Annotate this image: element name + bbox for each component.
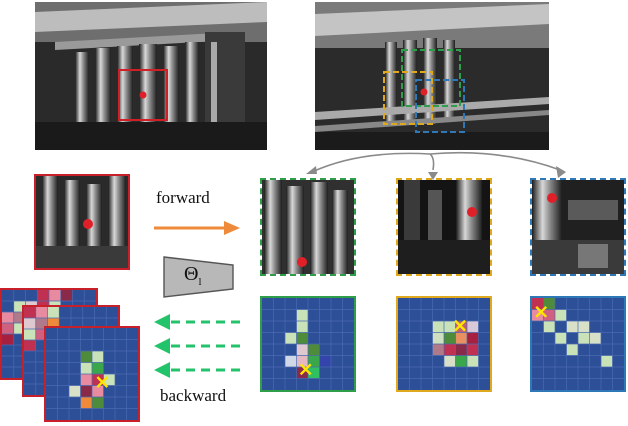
heatmap-cell [80, 374, 92, 386]
heatmap-cell [24, 318, 36, 329]
heatmap-cell [601, 355, 613, 367]
heatmap-cell [24, 329, 36, 340]
heatmap-cell [285, 332, 297, 344]
heatmap-cell [543, 321, 555, 333]
heatmap-cell [578, 321, 590, 333]
patch-green [260, 178, 356, 276]
peak-marker [454, 319, 466, 332]
heatmap-blue-frame [530, 296, 626, 392]
green-heatmap [262, 298, 354, 390]
scene-photo-left [35, 2, 267, 150]
heatmap-cell [47, 318, 60, 329]
heatmap-cell [60, 290, 73, 301]
heatmap-cell [35, 307, 48, 318]
scene-photo-right [315, 2, 549, 150]
patch-yellow [396, 178, 492, 276]
heatmap-cell [92, 362, 104, 374]
backward-arrows [154, 314, 240, 378]
heatmap-cell [589, 332, 601, 344]
heatmap-cell [467, 321, 479, 333]
heatmap-cell [455, 332, 467, 344]
heatmap-cell [308, 367, 320, 379]
heatmap-cell [432, 321, 444, 333]
heatmap-cell [467, 332, 479, 344]
heatmap-cell [444, 332, 456, 344]
query-patch-red [34, 174, 130, 270]
heatmap-cell [13, 323, 26, 334]
heatmap-cell [103, 374, 115, 386]
heatmap-cell [532, 298, 544, 310]
peak-marker [299, 363, 312, 376]
heatmap-cell [296, 344, 308, 356]
heatmap-cell [308, 355, 320, 367]
heatmap-cell [24, 307, 36, 318]
stack-front-heatmap [46, 328, 138, 420]
heatmap-cell [49, 290, 61, 301]
forward-arrow [154, 221, 240, 235]
heatmap-cell [432, 332, 444, 344]
heatmap-cell [319, 355, 331, 367]
heatmap-cell [80, 351, 92, 363]
heatmap-cell [444, 355, 456, 367]
heatmap-cell [543, 309, 555, 321]
heatmap-cell [543, 298, 555, 310]
patch-blue [530, 178, 626, 276]
heatmap-cell [69, 385, 81, 397]
peak-marker [96, 376, 109, 388]
heatmap-cell [296, 309, 308, 321]
network-block [163, 256, 234, 298]
heatmap-cell [555, 332, 567, 344]
heatmap-cell [578, 332, 590, 344]
heatmap-cell [555, 309, 567, 321]
heatmap-cell [47, 307, 60, 318]
heatmap-cell [455, 344, 467, 356]
heatmap-cell [35, 318, 48, 329]
heatmap-cell [92, 385, 104, 397]
heatmap-cell [35, 329, 48, 340]
heatmap-cell [432, 344, 444, 356]
heatmap-cell [80, 362, 92, 374]
heatmap-yellow-frame [396, 296, 492, 392]
heatmap-cell [444, 321, 456, 333]
heatmap-cell [296, 332, 308, 344]
heatmap-cell [566, 344, 578, 356]
heatmap-cell [296, 321, 308, 333]
heatmap-cell [80, 385, 92, 397]
heatmap-cell [92, 397, 104, 409]
heatmap-cell [467, 344, 479, 356]
heatmap-cell [444, 344, 456, 356]
heatmap-cell [92, 374, 104, 386]
blue-heatmap [532, 298, 624, 390]
forward-label: forward [156, 188, 210, 207]
heatmap-cell [296, 355, 308, 367]
yellow-heatmap [398, 298, 490, 390]
heatmap-cell [467, 355, 479, 367]
stack-front-frame [44, 326, 140, 422]
peak-marker [535, 305, 548, 318]
heatmap-green-frame [260, 296, 356, 392]
heatmap-cell [13, 301, 26, 312]
heatmap-cell [566, 321, 578, 333]
curve-arrows [306, 151, 566, 180]
heatmap-cell [80, 397, 92, 409]
heatmap-cell [455, 355, 467, 367]
heatmap-cell [37, 290, 49, 301]
heatmap-cell [92, 351, 104, 363]
heatmap-cell [2, 334, 14, 345]
heatmap-cell [2, 323, 14, 334]
backward-label: backward [160, 386, 227, 405]
theta-symbol: Θl [184, 263, 202, 288]
heatmap-cell [2, 312, 14, 323]
heatmap-cell [13, 312, 26, 323]
heatmap-cell [308, 344, 320, 356]
heatmap-cell [24, 340, 36, 351]
heatmap-cell [285, 355, 297, 367]
